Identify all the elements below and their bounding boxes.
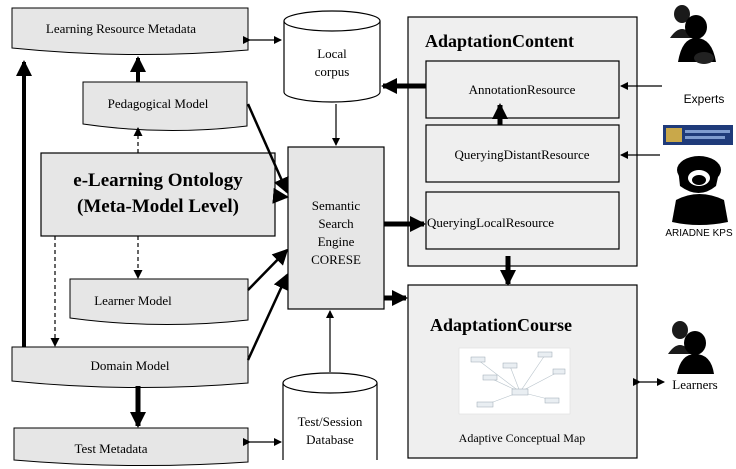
pedagogical-to-engine-arrow [246, 103, 289, 194]
engine-line3: Engine [318, 234, 355, 249]
ontology-box: e-Learning Ontology (Meta-Model Level) [40, 152, 276, 237]
semantic-engine-box: Semantic Search Engine CORESE [287, 146, 385, 310]
local-corpus-cylinder: Local corpus [283, 10, 381, 103]
ontology-to-engine-arrow [272, 187, 289, 204]
learners-label: Learners [672, 377, 717, 392]
engine-line1: Semantic [312, 198, 361, 213]
conceptual-map-thumbnail [458, 347, 571, 415]
pedagogical-model-box: Pedagogical Model [82, 81, 248, 132]
test-metadata-box: Test Metadata [13, 427, 249, 467]
learner-model-label: Learner Model [94, 293, 172, 308]
querying-local-label: QueryingLocalResource [427, 215, 554, 230]
lr-metadata-box: Learning Resource Metadata [11, 7, 249, 56]
experts-label: Experts [684, 92, 725, 106]
test-database-cylinder: Test/Session Database [282, 372, 378, 461]
adaptation-content-title: AdaptationContent [425, 31, 574, 51]
learners-icon [668, 321, 714, 374]
pedagogical-model-label: Pedagogical Model [108, 96, 209, 111]
querying-distant-box: QueryingDistantResource [425, 124, 620, 183]
ariadne-label: ARIADNE KPS [665, 228, 733, 239]
test-metadata-label: Test Metadata [74, 441, 147, 456]
adaptation-course-title: AdaptationCourse [430, 315, 572, 335]
ontology-title-line1: e-Learning Ontology [73, 170, 243, 191]
learner-to-engine-arrow [247, 248, 289, 291]
querying-distant-label: QueryingDistantResource [454, 147, 589, 162]
ariadne-person-icon [672, 156, 728, 225]
connectors [16, 36, 665, 446]
learner-model-box: Learner Model [69, 278, 249, 326]
engine-line2: Search [318, 216, 354, 231]
ariadne-logo-icon [663, 125, 733, 145]
domain-model-box: Domain Model [11, 346, 249, 389]
test-db-line1: Test/Session [298, 414, 363, 429]
annotation-resource-label: AnnotationResource [469, 82, 576, 97]
local-corpus-line1: Local [317, 46, 347, 61]
local-corpus-line2: corpus [315, 64, 350, 79]
lr-metadata-label: Learning Resource Metadata [46, 21, 196, 36]
annotation-resource-box: AnnotationResource [425, 60, 620, 119]
adaptive-map-label: Adaptive Conceptual Map [459, 431, 586, 445]
querying-local-box: QueryingLocalResource [425, 191, 620, 250]
domain-model-label: Domain Model [90, 358, 169, 373]
domain-to-engine-arrow [246, 273, 289, 361]
experts-icon [670, 5, 716, 64]
test-db-line2: Database [306, 432, 354, 447]
engine-line4: CORESE [311, 252, 361, 267]
ontology-title-line2: (Meta-Model Level) [77, 196, 239, 217]
